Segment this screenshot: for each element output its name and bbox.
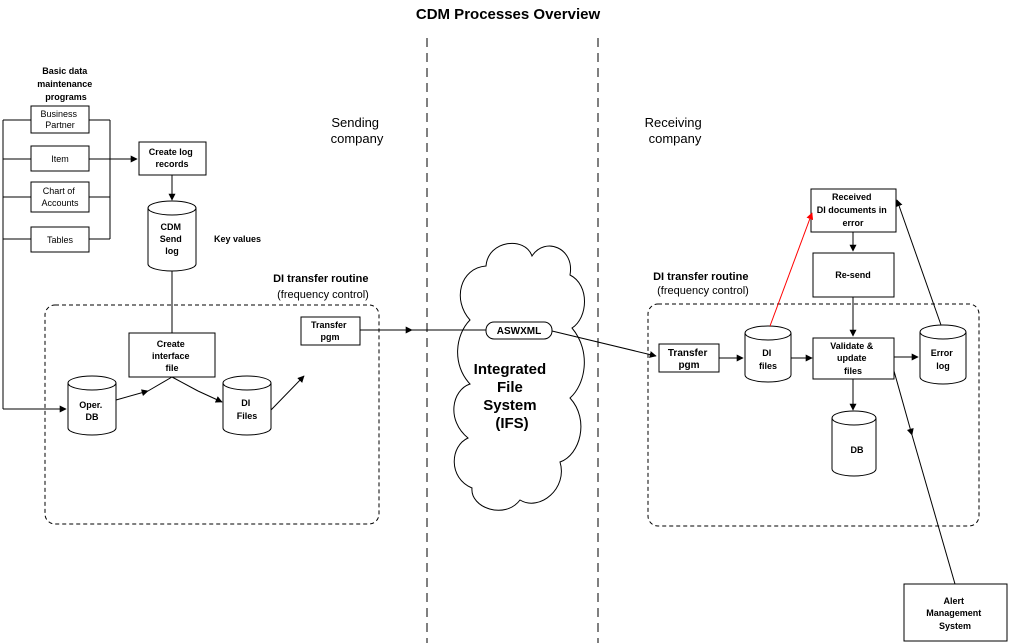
interface-file-arrows bbox=[115, 375, 305, 411]
validate-update-box: Validate & update files bbox=[812, 337, 895, 380]
receiving-di-transfer-label: DI transfer routine (frequency control) bbox=[653, 267, 753, 297]
svg-text:Tables: Tables bbox=[47, 235, 74, 245]
program-business-partner: Business Partner bbox=[30, 105, 90, 134]
create-log-records-box: Create log records bbox=[138, 141, 207, 176]
svg-text:Transfer pgm: Transfer pgm bbox=[311, 320, 349, 342]
program-chart-of-accounts: Chart of Accounts bbox=[30, 181, 90, 213]
arrow-ifs-to-receiving bbox=[551, 330, 657, 358]
svg-text:Received DI documents in: Received DI documents in error bbox=[817, 192, 890, 228]
svg-text:Re-send: Re-send bbox=[835, 270, 871, 280]
alert-management-box: Alert Management System bbox=[903, 583, 1008, 642]
ifs-name: Integrated File System (IFS) bbox=[474, 361, 551, 432]
svg-text:DB: DB bbox=[851, 445, 864, 455]
svg-text:Alert Management S: Alert Management System bbox=[926, 596, 984, 631]
oper-db: Oper. DB bbox=[67, 375, 117, 436]
svg-text:Validate & update: Validate & update files bbox=[830, 341, 876, 376]
diagram-title: CDM Processes Overview bbox=[416, 6, 601, 23]
program-tables: Tables bbox=[30, 226, 90, 253]
svg-text:ASWXML: ASWXML bbox=[497, 326, 541, 337]
svg-text:DI Files: DI Files bbox=[237, 398, 258, 421]
receiving-di-files: DI files bbox=[744, 325, 792, 383]
sending-di-files: DI Files bbox=[222, 375, 272, 436]
svg-text:Create log records: Create log records bbox=[149, 147, 196, 169]
arrow-di-files-to-error-red bbox=[769, 212, 814, 327]
svg-text:Chart of Accounts: Chart of Accounts bbox=[41, 186, 79, 208]
arrow-validate-to-alert-mid bbox=[893, 370, 914, 436]
sending-company-label: Sending company bbox=[331, 115, 384, 146]
basic-data-programs-title: Basic data maintenance programs bbox=[37, 66, 95, 102]
receiving-transfer-pgm: Transfer pgm bbox=[658, 343, 720, 373]
svg-text:CDM Send log: CDM Send log bbox=[160, 222, 185, 256]
svg-text:Transfer pgm: Transfer pgm bbox=[668, 348, 710, 371]
re-send-box: Re-send bbox=[812, 252, 895, 298]
receiving-routine-boundary bbox=[647, 303, 980, 527]
receiving-company-label: Receiving company bbox=[645, 115, 706, 146]
aswxml-label: ASWXML bbox=[485, 321, 553, 340]
svg-text:Error log: Error log bbox=[931, 348, 956, 371]
program-item: Item bbox=[30, 145, 90, 172]
program-connectors bbox=[2, 119, 138, 413]
line-to-alert-management bbox=[911, 434, 956, 585]
sending-routine-boundary bbox=[44, 304, 380, 525]
svg-text:Business Partner: Business Partner bbox=[40, 109, 79, 130]
key-values-label: Key values bbox=[214, 234, 261, 244]
ifs-cloud-shape bbox=[453, 242, 585, 511]
arrow-error-log-to-received bbox=[895, 199, 942, 326]
sending-transfer-pgm: Transfer pgm bbox=[300, 316, 361, 346]
svg-text:Oper. DB: Oper. DB bbox=[79, 400, 105, 422]
svg-text:Item: Item bbox=[51, 154, 69, 164]
received-in-error-box: Received DI documents in error bbox=[810, 188, 897, 233]
cdm-send-log-db: CDM Send log bbox=[147, 200, 197, 272]
svg-text:DI files: DI files bbox=[759, 348, 777, 371]
receiving-db: DB bbox=[831, 410, 877, 477]
sending-di-transfer-label: DI transfer routine (frequency control) bbox=[273, 269, 373, 301]
error-log-db: Error log bbox=[919, 324, 967, 385]
svg-text:Create interface f: Create interface file bbox=[152, 339, 192, 373]
create-interface-file-box: Create interface file bbox=[128, 332, 216, 378]
